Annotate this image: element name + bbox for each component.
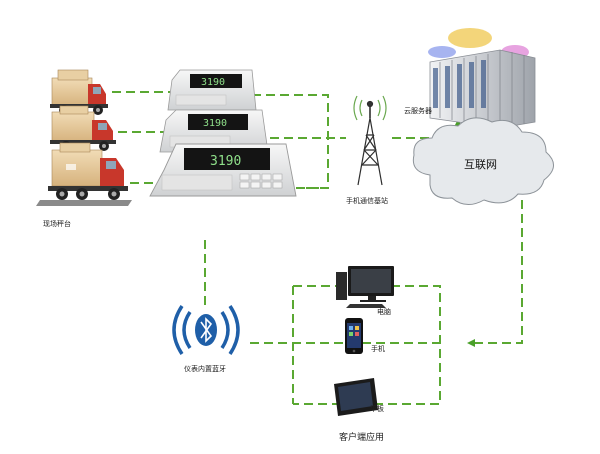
truck-icon (48, 142, 128, 200)
truck-group (36, 69, 132, 206)
computer-label: 电脑 (377, 308, 391, 316)
tablet-label: 平板 (370, 405, 384, 413)
keypad (239, 173, 283, 189)
weighing-indicator-icon: 3190 (149, 143, 297, 197)
tablet-icon (334, 378, 378, 416)
scale-site-label: 现场秤台 (43, 220, 71, 228)
phone-label: 手机 (371, 345, 385, 353)
truck-icon (50, 105, 116, 151)
cell-tower-icon (353, 95, 387, 186)
indicator-readout: 3190 (201, 77, 225, 88)
indicator-readout: 3190 (203, 118, 227, 129)
cloud-server-label: 云服务器 (404, 107, 432, 115)
smartphone-icon (345, 318, 363, 354)
cloud-icon (412, 117, 554, 205)
internet-label: 互联网 (464, 158, 497, 171)
link-internet-clients (467, 200, 523, 347)
bluetooth-label: 仪表内置蓝牙 (184, 365, 226, 373)
indicator-readout: 3190 (210, 154, 241, 169)
base-station-label: 手机通信基站 (346, 197, 388, 205)
client-app-label: 客户端应用 (339, 433, 385, 443)
weighing-indicator-icon: 3190 (167, 69, 257, 111)
desktop-computer-icon (336, 266, 394, 308)
server-rack-icon (428, 28, 536, 129)
indicator-group: 3190 3190 3190 (149, 69, 297, 197)
weighing-indicator-icon: 3190 (159, 109, 269, 153)
scale-platform (36, 200, 132, 206)
bluetooth-icon (172, 305, 240, 355)
